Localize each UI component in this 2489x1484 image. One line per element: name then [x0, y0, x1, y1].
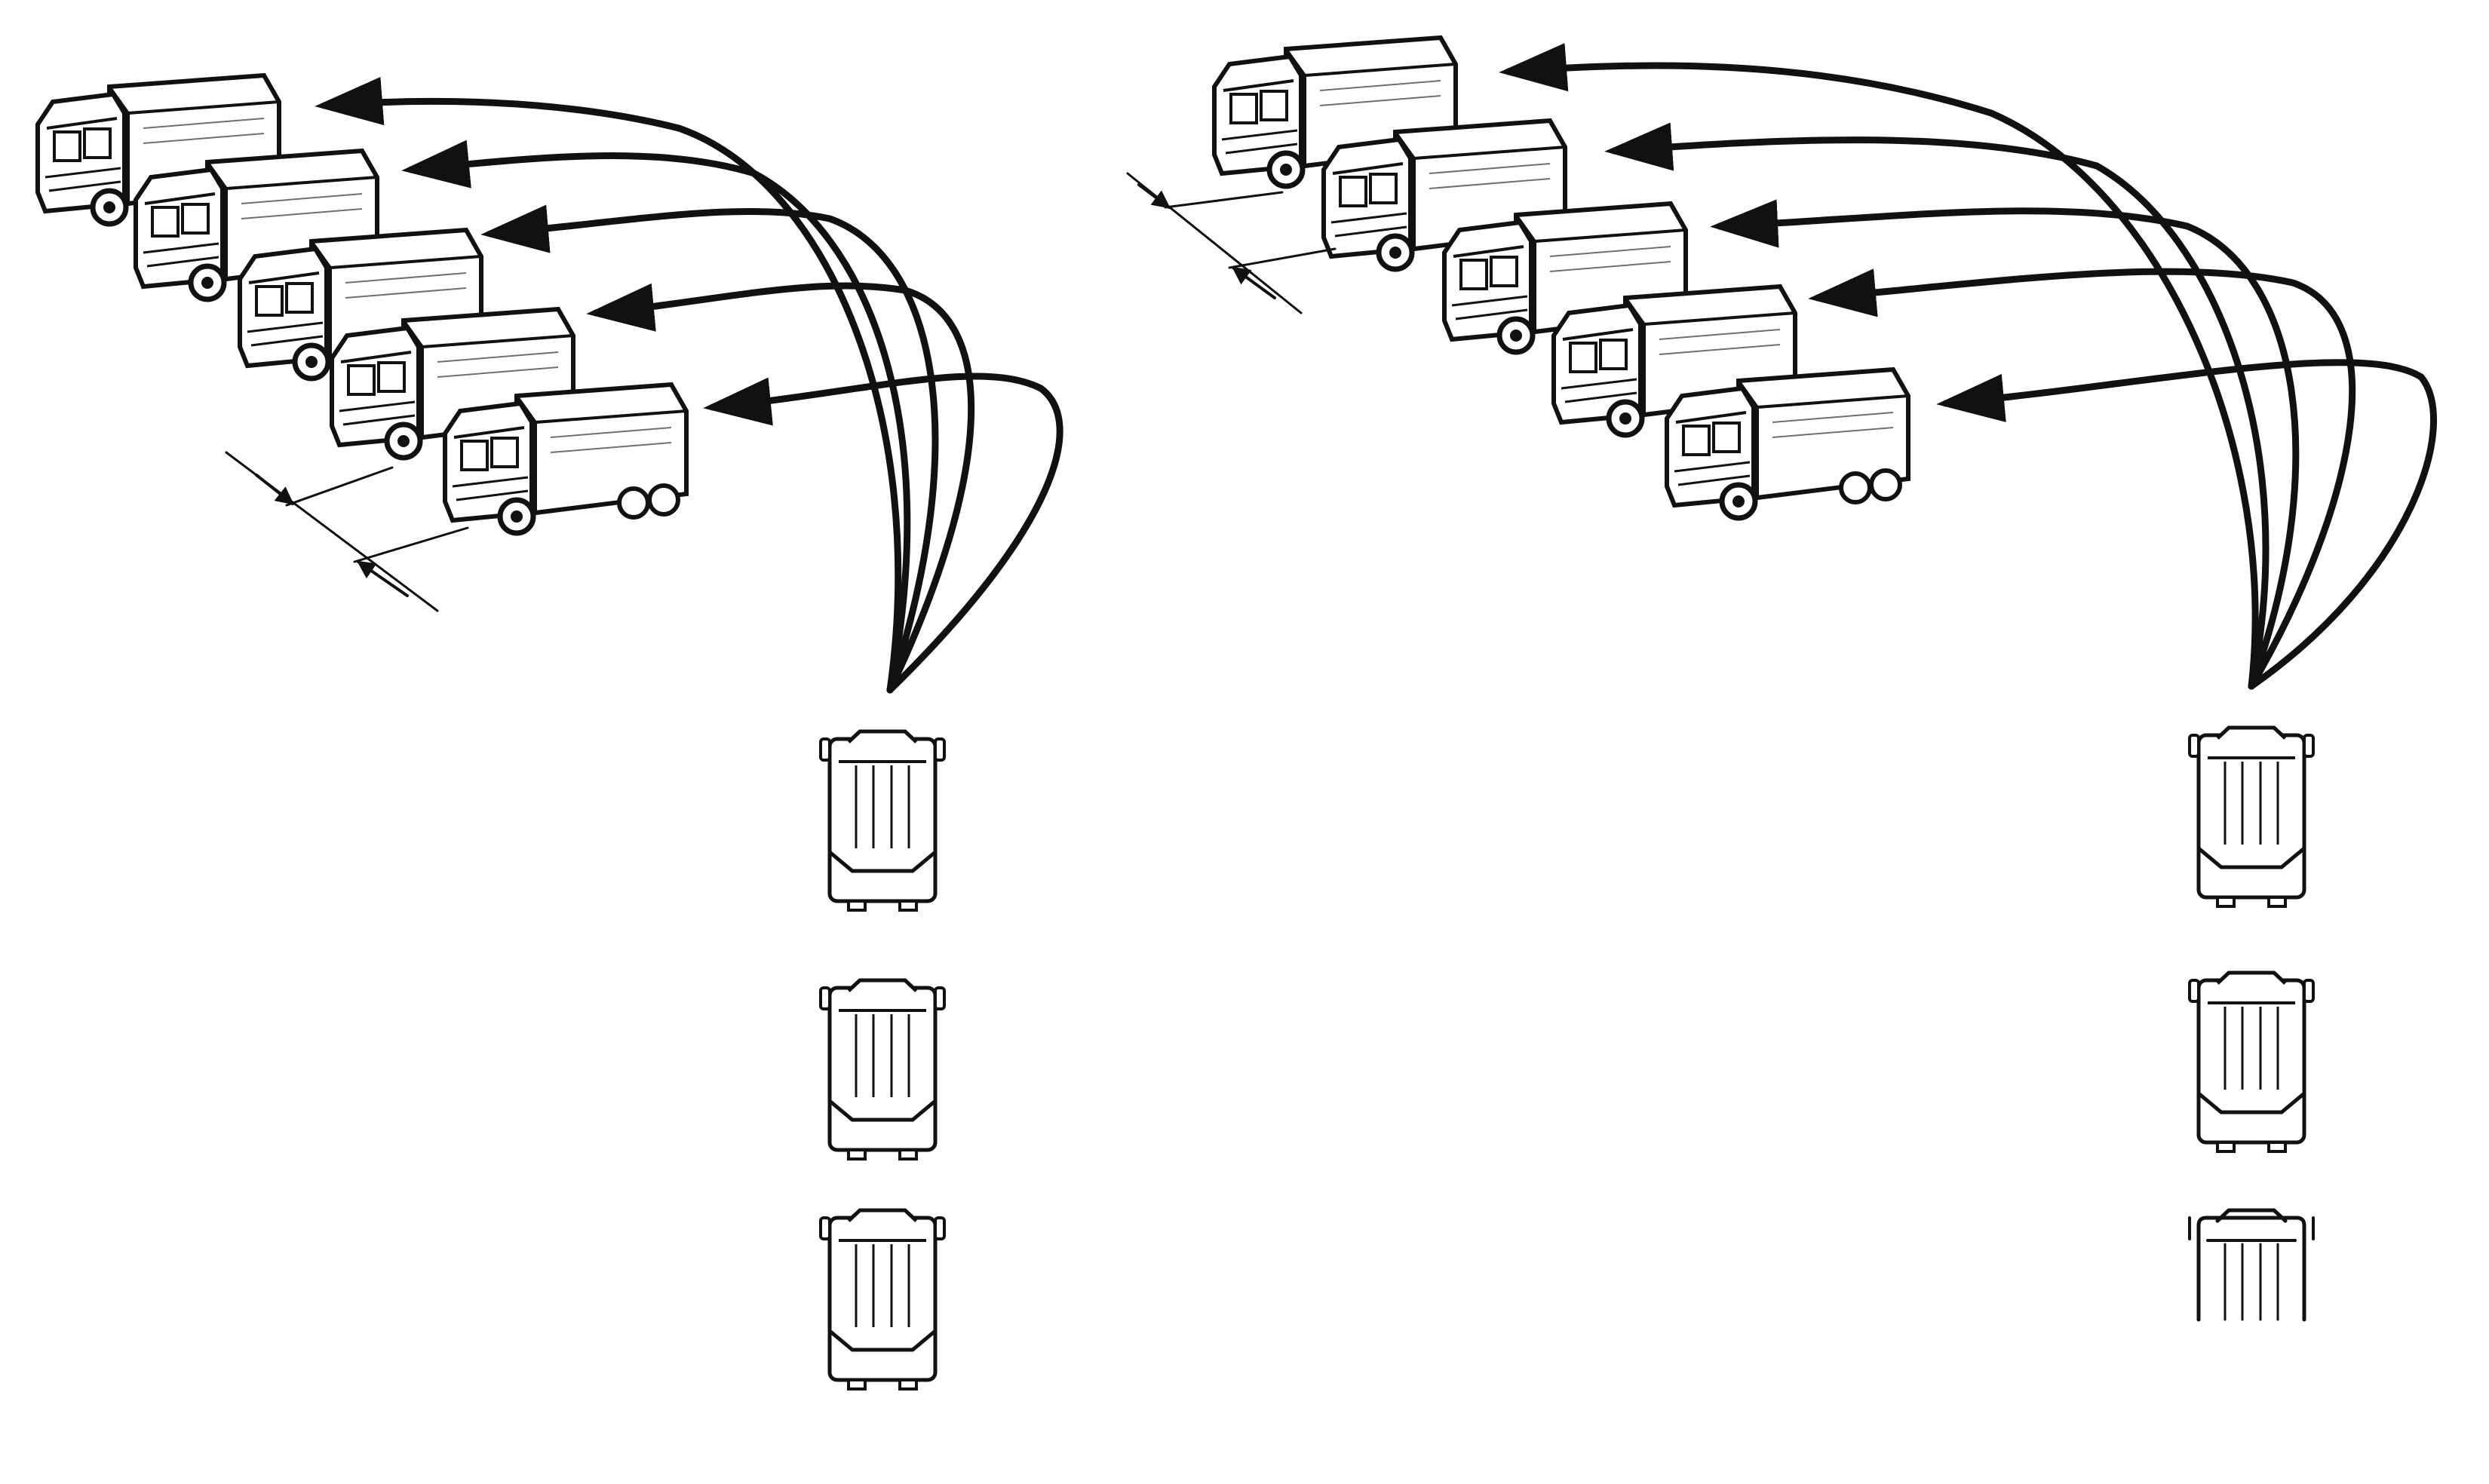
right-deployed-trucks: [1214, 38, 1908, 518]
left-spacing-tick-2: [353, 526, 469, 563]
right-arrow-3: [1710, 199, 2300, 690]
right-arrow-1: [1499, 43, 2259, 690]
left-panel: [38, 75, 1063, 1389]
right-spacing-marker: [1126, 172, 1337, 314]
left-arrow-4: [586, 282, 975, 694]
right-column-truck-1: [2190, 728, 2313, 906]
left-column-truck-1: [821, 731, 944, 910]
left-truck-5: [445, 385, 686, 533]
left-deployed-trucks: [38, 75, 686, 533]
right-panel: [1126, 38, 2438, 1322]
left-column-truck-2: [821, 980, 944, 1159]
right-arrow-5: [1936, 359, 2438, 690]
left-arrow-1: [315, 77, 902, 694]
right-column-truck-3: [2188, 1208, 2315, 1322]
right-column-truck-2: [2190, 973, 2313, 1151]
right-spacing-tick-2: [1228, 247, 1337, 269]
right-spacing-tick-1: [1164, 191, 1284, 209]
left-spacing-tick-1: [285, 466, 394, 507]
right-arrow-2: [1604, 122, 2270, 690]
right-spacing-arrow-1: [1137, 183, 1171, 209]
left-spacing-marker: [225, 451, 469, 612]
left-column-truck-3: [821, 1210, 944, 1389]
left-column-trucks: [821, 731, 944, 1389]
left-spacing-arrow-2: [357, 560, 409, 597]
right-arrow-4: [1808, 268, 2356, 690]
left-arrow-5: [703, 373, 1063, 694]
left-spacing-arrow-1: [255, 474, 294, 505]
right-maneuver-arrows: [1499, 43, 2438, 690]
left-maneuver-arrows: [315, 77, 1063, 694]
right-column-trucks: [2188, 728, 2315, 1322]
right-spacing-arrow-2: [1232, 266, 1276, 299]
left-arrow-2: [401, 140, 911, 694]
right-truck-5: [1667, 369, 1908, 518]
left-arrow-3: [480, 204, 939, 694]
